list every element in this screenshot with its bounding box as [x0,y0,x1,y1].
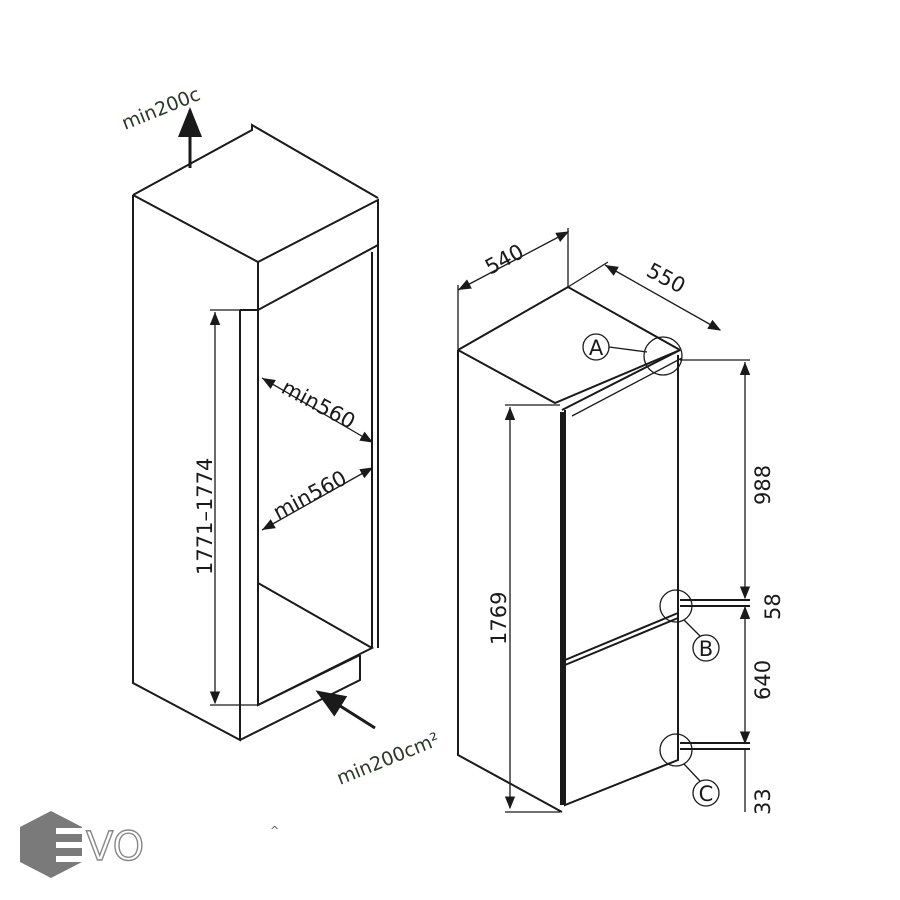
gap-label: 58 [761,593,785,620]
lower-door-label: 640 [751,660,775,700]
depth-lower-label: min560 [269,466,351,525]
cabinet-niche: 1771–1774 min560 min560 min200c min200cm… [119,83,443,789]
width-label: 540 [481,239,528,279]
bottom-vent-arrow [315,690,376,730]
bottom-clearance-label: min200cm² [334,729,443,790]
appliance: 1769 540 550 988 58 640 33 A B C [457,228,785,815]
depth-upper-label: min560 [278,375,360,434]
stray-mark: ^ [270,824,279,837]
upper-door-label: 988 [751,465,775,505]
detail-c-label: C [699,782,714,806]
evo-logo: VO [20,811,145,878]
detail-a-label: A [589,336,604,360]
detail-b-label: B [699,637,713,661]
niche-height-label: 1771–1774 [193,458,217,575]
svg-text:VO: VO [86,824,144,870]
depth-label: 550 [643,258,690,298]
height-label: 1769 [487,592,511,645]
bottom-label: 33 [751,788,775,815]
